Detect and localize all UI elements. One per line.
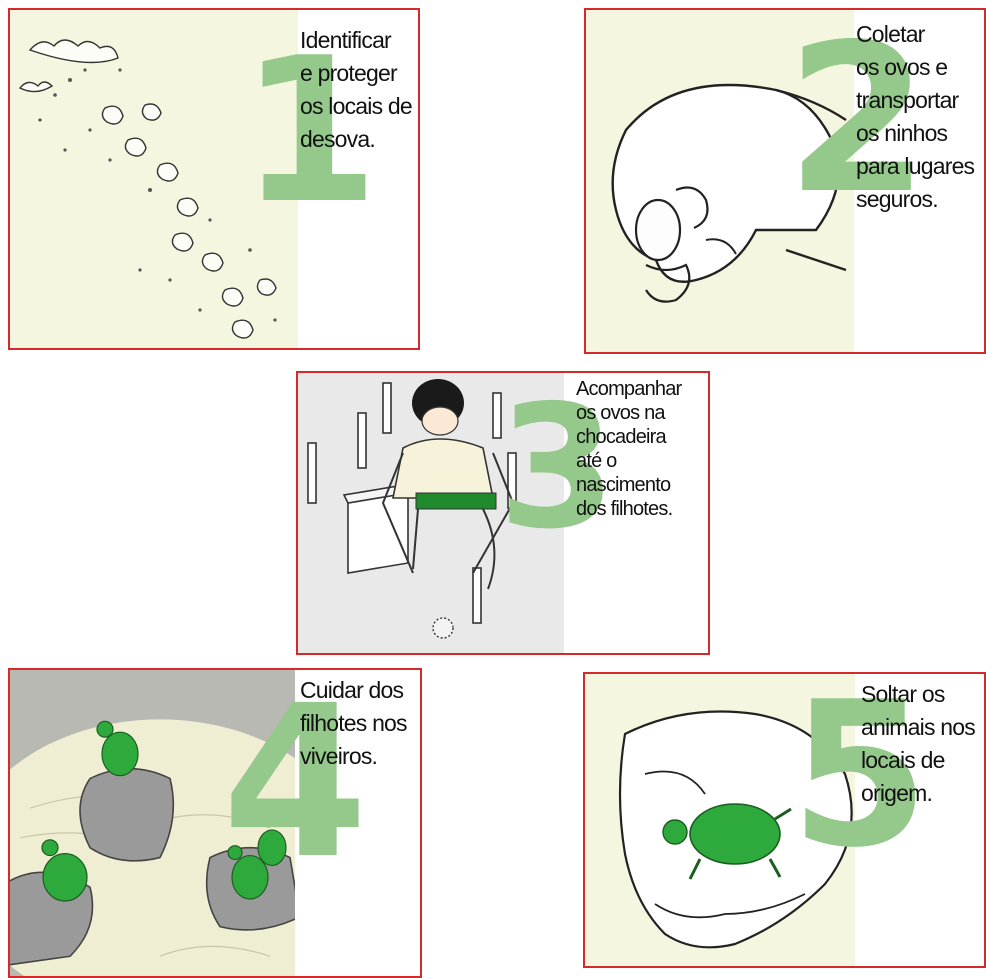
caption-line: desova. [300,123,412,156]
caption-line: chocadeira [576,425,681,449]
step-2-caption: Coletar os ovos e transportar os ninhos … [856,18,974,216]
caption-line: locais de [861,744,975,777]
step-3-caption: Acompanhar os ovos na chocadeira até o n… [576,377,681,521]
caption-line: e proteger [300,57,412,90]
caption-line: origem. [861,777,975,810]
caption-line: animais nos [861,711,975,744]
caption-line: os ovos na [576,401,681,425]
step-5-panel: 5 Soltar os animais nos locais de origem… [583,672,986,968]
step-3-panel: 3 Acompanhar os ovos na chocadeira até o… [296,371,710,655]
caption-line: dos filhotes. [576,497,681,521]
step-2-panel: 2 Coletar os ovos e transportar os ninho… [584,8,986,354]
caption-line: transportar [856,84,974,117]
caption-line: Soltar os [861,678,975,711]
caption-line: os ninhos [856,117,974,150]
caption-line: Identificar [300,24,412,57]
caption-line: para lugares [856,150,974,183]
caption-line: Coletar [856,18,974,51]
caption-line: nascimento [576,473,681,497]
caption-line: os ovos e [856,51,974,84]
step-1-caption: Identificar e proteger os locais de deso… [300,24,412,156]
caption-line: Acompanhar [576,377,681,401]
caption-line: os locais de [300,90,412,123]
caption-line: seguros. [856,183,974,216]
step-4-caption: Cuidar dos filhotes nos viveiros. [300,674,407,773]
caption-line: até o [576,449,681,473]
step-5-caption: Soltar os animais nos locais de origem. [861,678,975,810]
step-1-panel: 1 Identificar e proteger os locais de de… [8,8,420,350]
caption-line: viveiros. [300,740,407,773]
caption-line: filhotes nos [300,707,407,740]
step-4-panel: 4 Cuidar dos filhotes nos viveiros. [8,668,422,978]
caption-line: Cuidar dos [300,674,407,707]
